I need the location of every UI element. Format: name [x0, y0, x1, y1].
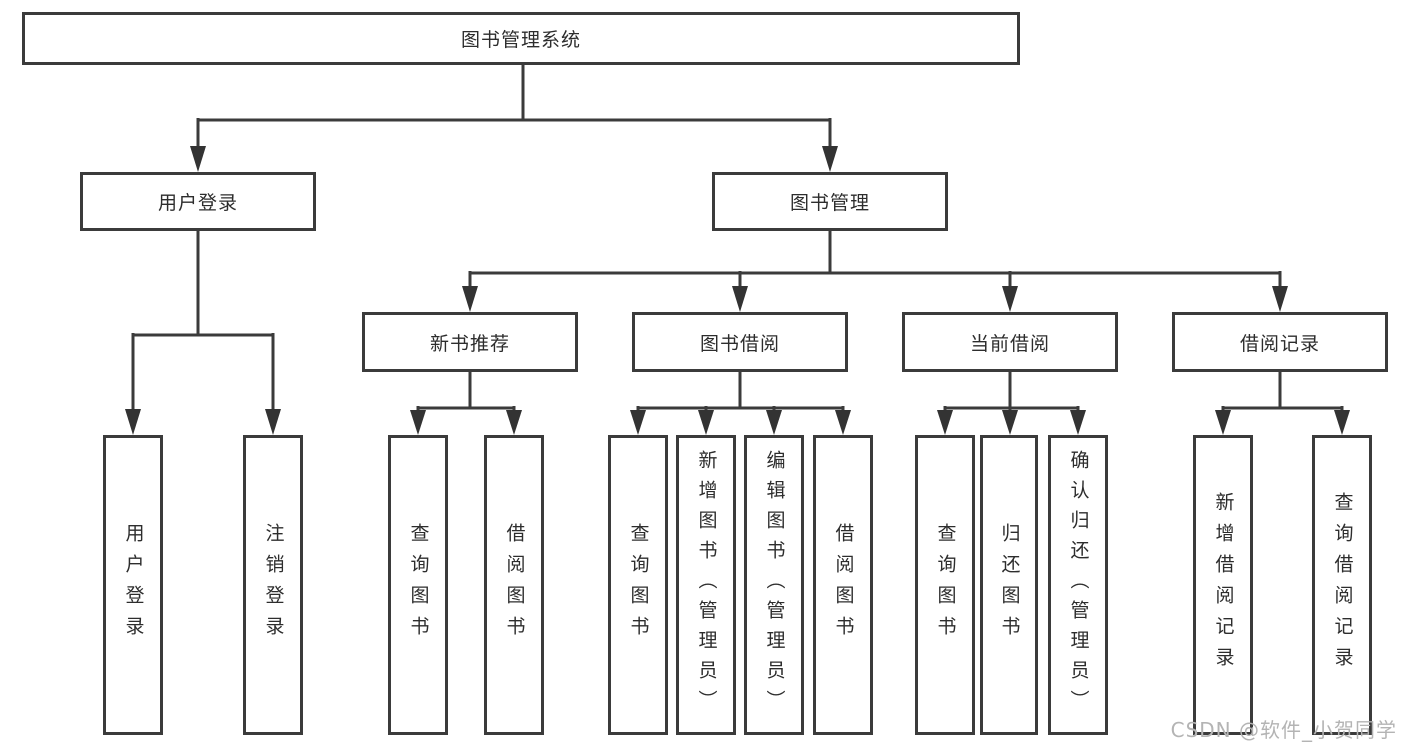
node-borrow-books-label: 借阅图书: [832, 523, 855, 647]
node-add-borrow-record-label: 新增借阅记录: [1212, 492, 1235, 678]
node-book-borrowing-label: 图书借阅: [699, 332, 780, 355]
node-query-borrow-record: 查询借阅记录: [1312, 435, 1372, 735]
node-borrow-books: 借阅图书: [813, 435, 873, 735]
node-borrow-books-recommend: 借阅图书: [484, 435, 544, 735]
csdn-watermark: CSDN @软件_小贺同学: [1170, 718, 1397, 742]
node-query-books-recommend: 查询图书: [388, 435, 448, 735]
node-add-borrow-record: 新增借阅记录: [1193, 435, 1253, 735]
node-return-books: 归还图书: [980, 435, 1038, 735]
node-book-borrowing: 图书借阅: [632, 312, 848, 372]
node-query-books-recommend-label: 查询图书: [407, 523, 430, 647]
arrow-down-icons: [125, 146, 1350, 435]
node-user-login-label: 用户登录: [157, 192, 238, 214]
node-query-borrow-record-label: 查询借阅记录: [1331, 492, 1354, 678]
node-borrow-books-recommend-label: 借阅图书: [503, 523, 526, 647]
node-root-label: 图书管理系统: [460, 29, 581, 51]
node-current-borrowing: 当前借阅: [902, 312, 1118, 372]
node-current-borrowing-label: 当前借阅: [969, 332, 1050, 355]
node-logout-action-label: 注销登录: [262, 523, 285, 647]
node-query-books-current-label: 查询图书: [934, 523, 957, 647]
node-query-books-current: 查询图书: [915, 435, 975, 735]
node-user-login-action: 用户登录: [103, 435, 163, 735]
node-user-login: 用户登录: [80, 172, 316, 231]
node-edit-books-admin: 编辑图书（管理员）: [744, 435, 804, 735]
node-new-book-recommend-label: 新书推荐: [429, 332, 510, 355]
node-confirm-return-admin: 确认归还（管理员）: [1048, 435, 1108, 735]
node-borrowing-records-label: 借阅记录: [1239, 332, 1320, 355]
node-logout-action: 注销登录: [243, 435, 303, 735]
node-add-books-admin: 新增图书（管理员）: [676, 435, 736, 735]
node-user-login-action-label: 用户登录: [122, 523, 145, 647]
node-new-book-recommend: 新书推荐: [362, 312, 578, 372]
node-query-books-borrowing-label: 查询图书: [627, 523, 650, 647]
node-edit-books-admin-label: 编辑图书（管理员）: [763, 450, 786, 720]
node-book-management: 图书管理: [712, 172, 948, 231]
node-query-books-borrowing: 查询图书: [608, 435, 668, 735]
node-borrowing-records: 借阅记录: [1172, 312, 1388, 372]
node-book-management-label: 图书管理: [789, 192, 870, 214]
node-root: 图书管理系统: [22, 12, 1020, 65]
node-return-books-label: 归还图书: [998, 523, 1021, 647]
node-add-books-admin-label: 新增图书（管理员）: [695, 450, 718, 720]
node-confirm-return-admin-label: 确认归还（管理员）: [1067, 450, 1090, 720]
